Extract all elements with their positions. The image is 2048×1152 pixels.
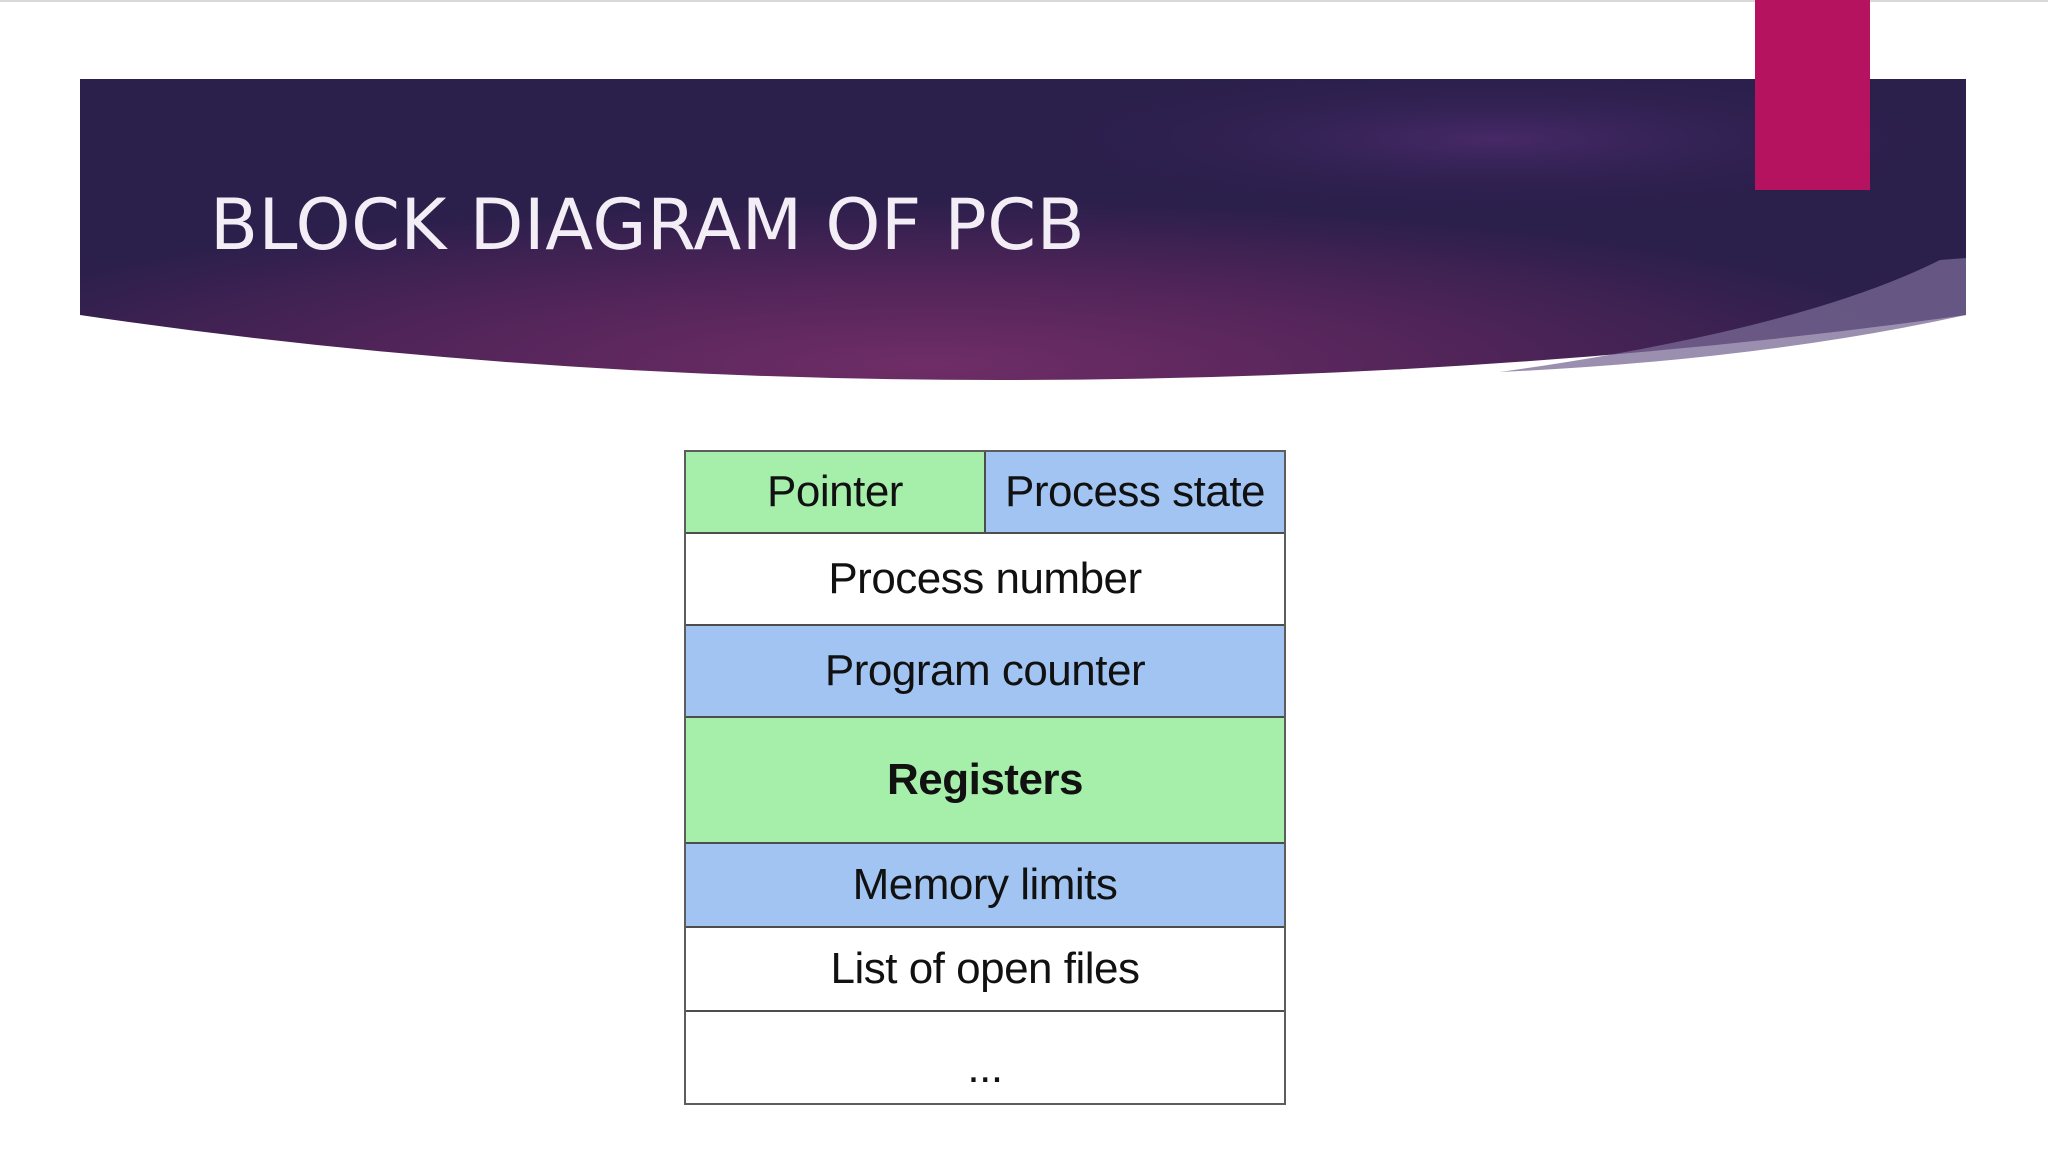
pcb-row-label: Registers <box>886 755 1084 804</box>
pcb-row-memory-limits: Memory limits <box>686 844 1284 928</box>
pcb-row-open-files: List of open files <box>686 928 1284 1012</box>
pcb-pointer-cell: Pointer <box>686 452 986 532</box>
title-banner <box>0 0 2048 400</box>
top-edge-line <box>0 0 2048 2</box>
accent-tab <box>1755 0 1870 190</box>
pcb-process-state-label: Process state <box>1004 467 1266 516</box>
pcb-row-program-counter: Program counter <box>686 626 1284 718</box>
pcb-row-registers: Registers <box>686 718 1284 844</box>
pcb-row-label: Memory limits <box>852 860 1118 909</box>
banner-shape <box>80 79 1966 380</box>
pcb-row-label: Program counter <box>824 646 1146 695</box>
pcb-block-diagram: Pointer Process state Process number Pro… <box>684 450 1286 1105</box>
slide-title: BLOCK DIAGRAM OF PCB <box>210 184 1086 266</box>
pcb-top-row: Pointer Process state <box>686 452 1284 534</box>
pcb-pointer-label: Pointer <box>767 467 903 516</box>
pcb-row-ellipsis: ... <box>686 1012 1284 1103</box>
pcb-row-label: List of open files <box>830 944 1140 993</box>
pcb-process-state-cell: Process state <box>986 452 1284 532</box>
pcb-row-label: ... <box>967 1043 1003 1092</box>
pcb-row-process-number: Process number <box>686 534 1284 626</box>
pcb-row-label: Process number <box>828 554 1142 603</box>
